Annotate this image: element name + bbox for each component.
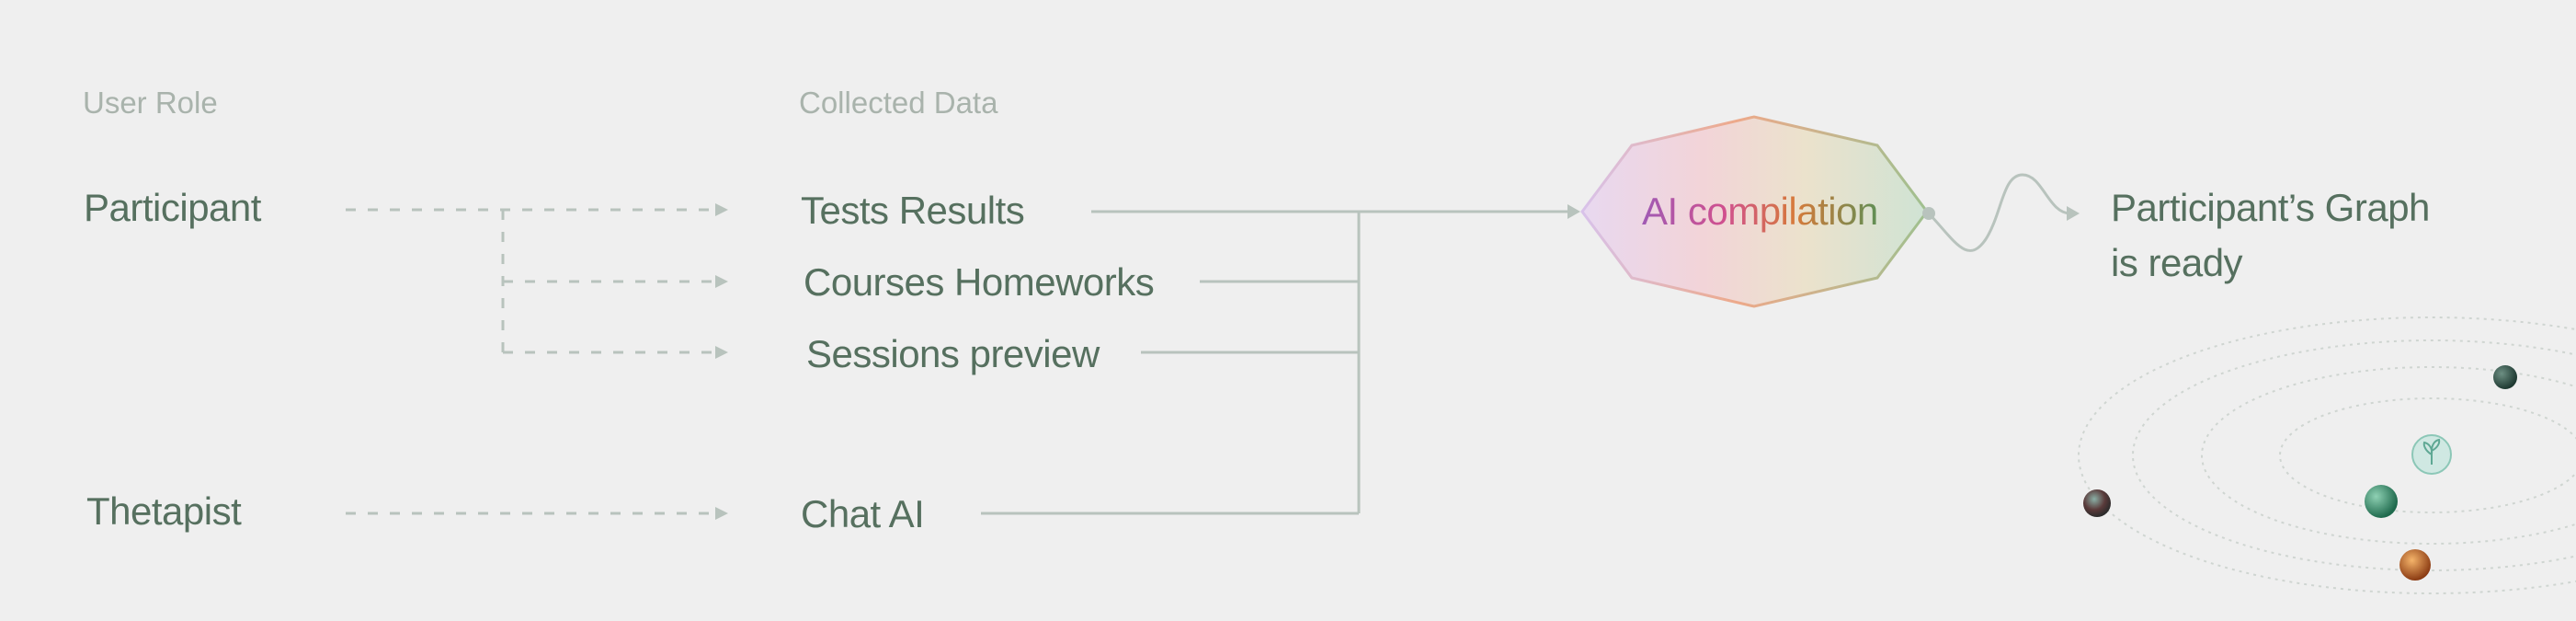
- data-item-tests-results: Tests Results: [801, 189, 1025, 232]
- data-item-chat-ai: Chat AI: [801, 492, 925, 535]
- user-role-header: User Role: [83, 86, 218, 120]
- arrowhead: [715, 346, 728, 359]
- ai-compilation-label: AI compilation: [1642, 190, 1878, 233]
- compilation-arrowhead: [1567, 204, 1580, 219]
- arrowhead: [715, 203, 728, 216]
- role-arrowheads: [715, 203, 728, 520]
- role-arrows: [346, 208, 717, 515]
- data-item-sessions-preview: Sessions preview: [806, 332, 1100, 375]
- data-item-courses-homeworks: Courses Homeworks: [804, 260, 1155, 304]
- orbit-ring: [2201, 366, 2576, 545]
- result-arrowhead: [2067, 206, 2080, 221]
- result-text-line2: is ready: [2111, 241, 2243, 284]
- role-participant: Participant: [84, 186, 261, 229]
- orbit-ring: [2279, 397, 2576, 513]
- output-squiggle-line: [1927, 173, 2071, 252]
- data-collector-lines: [981, 210, 1574, 515]
- participant-graph-center-node: [2411, 434, 2452, 475]
- graph-node: [2399, 549, 2431, 581]
- result-text-line1: Participant’s Graph: [2111, 186, 2430, 229]
- arrowhead: [715, 507, 728, 520]
- role-therapist: Thetapist: [86, 489, 242, 533]
- arrowhead: [715, 275, 728, 288]
- orbit-ring: [2132, 339, 2576, 571]
- sprout-icon: [2422, 438, 2441, 465]
- participant-graph-nodes: [2083, 365, 2517, 581]
- graph-node: [2493, 365, 2517, 389]
- collected-data-header: Collected Data: [799, 86, 998, 120]
- graph-node: [2083, 489, 2111, 517]
- participant-graph-orbits: [2078, 316, 2576, 594]
- orbit-ring: [2078, 316, 2576, 594]
- graph-node: [2365, 485, 2398, 518]
